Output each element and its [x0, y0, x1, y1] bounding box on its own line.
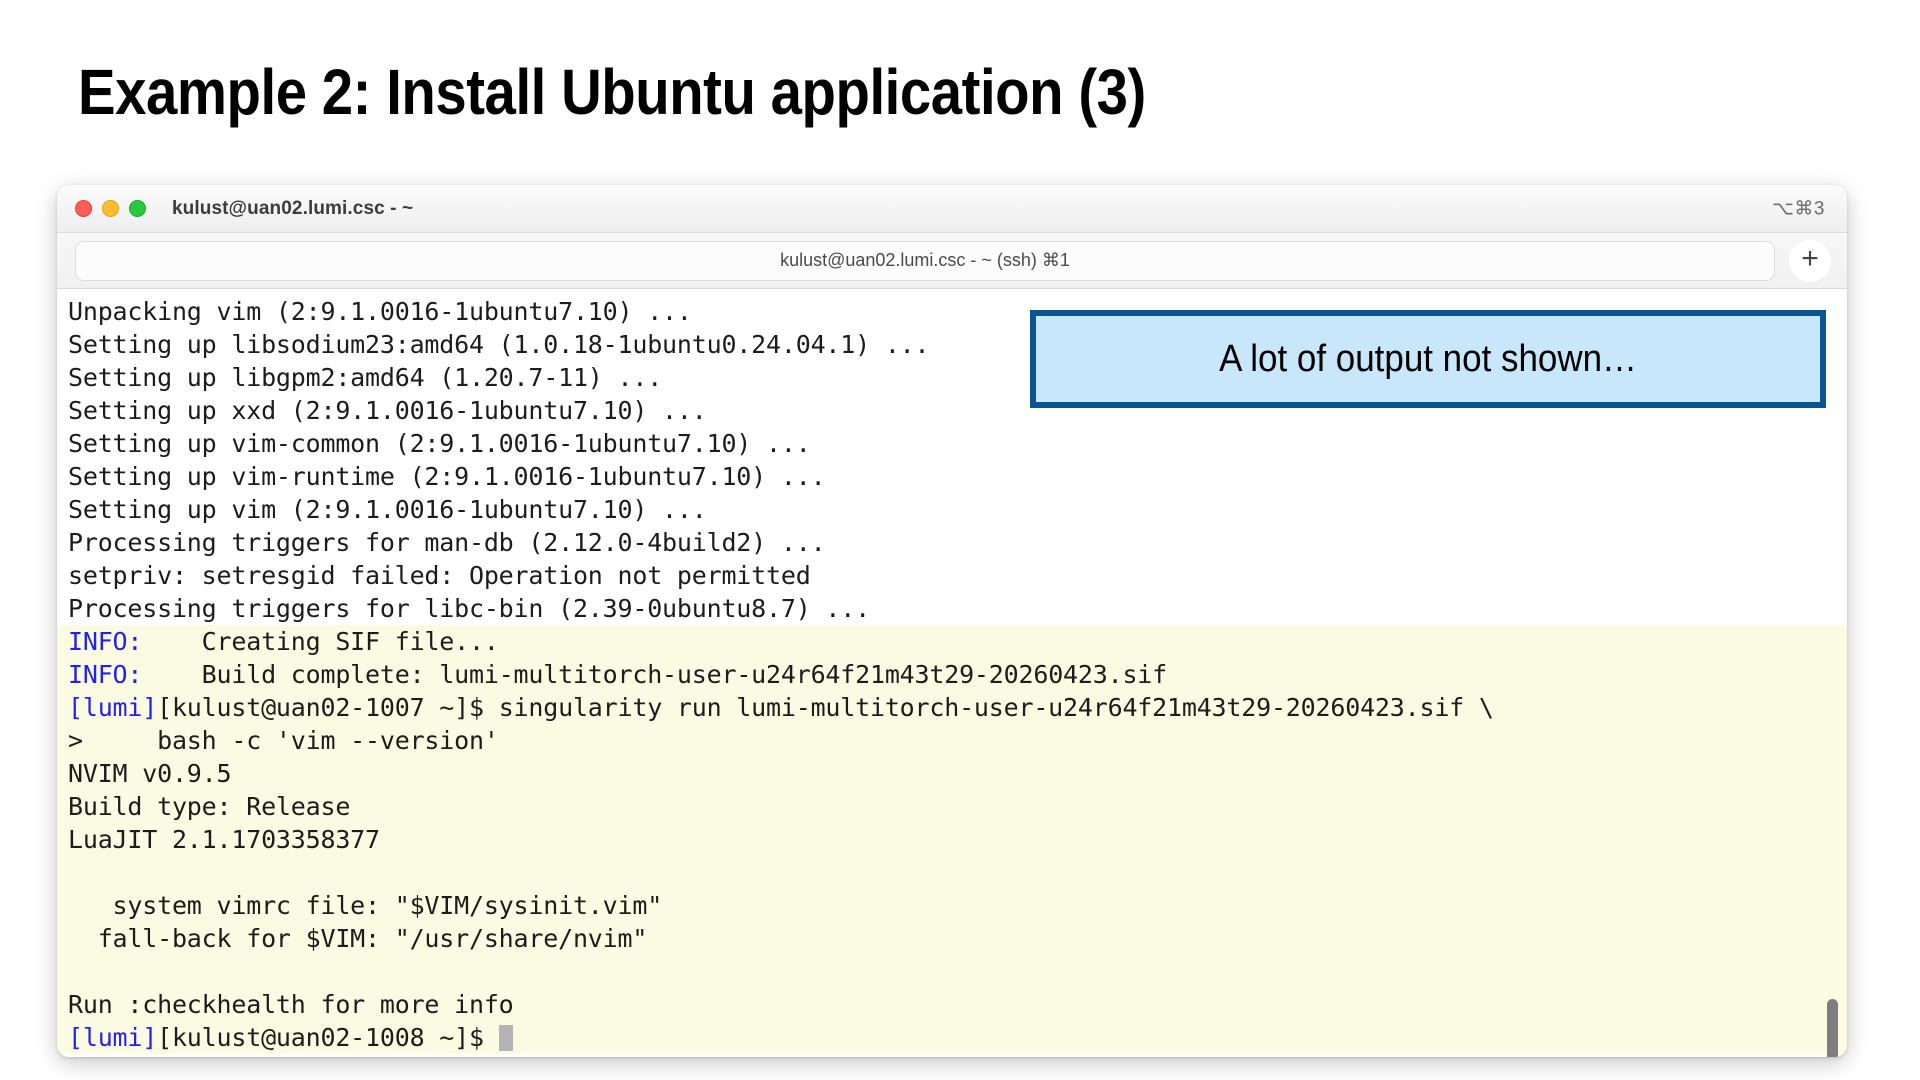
terminal-line: [57, 955, 1847, 988]
terminal-cursor: [498, 1025, 513, 1051]
terminal-line-text: [68, 957, 83, 986]
terminal-line-text: Setting up vim-runtime (2:9.1.0016-1ubun…: [68, 462, 826, 491]
terminal-line-text: Processing triggers for libc-bin (2.39-0…: [68, 594, 870, 623]
terminal-line-text: Setting up vim (2:9.1.0016-1ubuntu7.10) …: [68, 495, 707, 524]
terminal-line: Setting up vim (2:9.1.0016-1ubuntu7.10) …: [57, 493, 1847, 526]
zoom-window-icon[interactable]: [129, 200, 146, 217]
terminal-line: Processing triggers for libc-bin (2.39-0…: [57, 592, 1847, 625]
terminal-line: [lumi][kulust@uan02-1008 ~]$: [57, 1021, 1847, 1054]
terminal-titlebar: kulust@uan02.lumi.csc - ~ ⌥⌘3: [57, 185, 1847, 233]
scrollbar[interactable]: [1825, 299, 1841, 1057]
window-title: kulust@uan02.lumi.csc - ~: [172, 197, 414, 219]
terminal-line-text: Setting up vim-common (2:9.1.0016-1ubunt…: [68, 429, 811, 458]
terminal-line: > bash -c 'vim --version': [57, 724, 1847, 757]
scrollbar-thumb[interactable]: [1827, 999, 1838, 1057]
terminal-line-prefix: INFO:: [68, 627, 143, 656]
terminal-line-text: NVIM v0.9.5: [68, 759, 232, 788]
terminal-line-text: Run :checkhealth for more info: [68, 990, 514, 1019]
terminal-lines: Unpacking vim (2:9.1.0016-1ubuntu7.10) .…: [57, 295, 1847, 1054]
close-window-icon[interactable]: [75, 200, 92, 217]
terminal-line: NVIM v0.9.5: [57, 757, 1847, 790]
terminal-line-text: Setting up libgpm2:amd64 (1.20.7-11) ...: [68, 363, 663, 392]
terminal-line: fall-back for $VIM: "/usr/share/nvim": [57, 922, 1847, 955]
terminal-line: INFO: Creating SIF file...: [57, 625, 1847, 658]
terminal-tabbar: kulust@uan02.lumi.csc - ~ (ssh) ⌘1 +: [57, 233, 1847, 289]
terminal-line-text: Build type: Release: [68, 792, 351, 821]
terminal-line: Setting up vim-common (2:9.1.0016-1ubunt…: [57, 427, 1847, 460]
terminal-line-prefix: INFO:: [68, 660, 143, 689]
terminal-line: Unpacking vim (2:9.1.0016-1ubuntu7.10) .…: [57, 295, 1847, 328]
terminal-line-text: LuaJIT 2.1.1703358377: [68, 825, 380, 854]
terminal-line-prefix: [lumi]: [68, 693, 158, 722]
terminal-line: [57, 856, 1847, 889]
terminal-line-text: [kulust@uan02-1007 ~]$ singularity run l…: [157, 693, 1494, 722]
terminal-line-text: Creating SIF file...: [142, 627, 499, 656]
terminal-line: INFO: Build complete: lumi-multitorch-us…: [57, 658, 1847, 691]
terminal-window: kulust@uan02.lumi.csc - ~ ⌥⌘3 kulust@uan…: [57, 185, 1847, 1057]
terminal-line: Run :checkhealth for more info: [57, 988, 1847, 1021]
callout-label: A lot of output not shown…: [1219, 337, 1637, 380]
window-controls: [75, 200, 146, 217]
terminal-line-text: [kulust@uan02-1008 ~]$: [157, 1023, 499, 1052]
terminal-line-text: [68, 858, 83, 887]
window-shortcut-label: ⌥⌘3: [1772, 198, 1825, 219]
terminal-line-text: Processing triggers for man-db (2.12.0-4…: [68, 528, 826, 557]
terminal-line: Build type: Release: [57, 790, 1847, 823]
terminal-line-text: fall-back for $VIM: "/usr/share/nvim": [68, 924, 648, 953]
terminal-output[interactable]: Unpacking vim (2:9.1.0016-1ubuntu7.10) .…: [57, 289, 1847, 1057]
terminal-line: Setting up vim-runtime (2:9.1.0016-1ubun…: [57, 460, 1847, 493]
terminal-line: Setting up libgpm2:amd64 (1.20.7-11) ...: [57, 361, 1847, 394]
callout-box: A lot of output not shown…: [1030, 310, 1826, 408]
terminal-line: Setting up libsodium23:amd64 (1.0.18-1ub…: [57, 328, 1847, 361]
terminal-line-text: Setting up xxd (2:9.1.0016-1ubuntu7.10) …: [68, 396, 707, 425]
terminal-line-text: system vimrc file: "$VIM/sysinit.vim": [68, 891, 663, 920]
terminal-line: setpriv: setresgid failed: Operation not…: [57, 559, 1847, 592]
terminal-line-text: setpriv: setresgid failed: Operation not…: [68, 561, 811, 590]
terminal-line-text: Unpacking vim (2:9.1.0016-1ubuntu7.10) .…: [68, 297, 692, 326]
terminal-line: LuaJIT 2.1.1703358377: [57, 823, 1847, 856]
minimize-window-icon[interactable]: [102, 200, 119, 217]
terminal-line-text: Setting up libsodium23:amd64 (1.0.18-1ub…: [68, 330, 930, 359]
terminal-line: system vimrc file: "$VIM/sysinit.vim": [57, 889, 1847, 922]
terminal-line-text: Build complete: lumi-multitorch-user-u24…: [142, 660, 1168, 689]
new-tab-icon[interactable]: +: [1789, 239, 1831, 282]
terminal-line: Processing triggers for man-db (2.12.0-4…: [57, 526, 1847, 559]
terminal-line: [lumi][kulust@uan02-1007 ~]$ singularity…: [57, 691, 1847, 724]
terminal-line: Setting up xxd (2:9.1.0016-1ubuntu7.10) …: [57, 394, 1847, 427]
terminal-line-prefix: [lumi]: [68, 1023, 158, 1052]
tab-session-1[interactable]: kulust@uan02.lumi.csc - ~ (ssh) ⌘1: [75, 240, 1775, 281]
terminal-line-text: > bash -c 'vim --version': [68, 726, 499, 755]
page-title: Example 2: Install Ubuntu application (3…: [78, 56, 1146, 128]
